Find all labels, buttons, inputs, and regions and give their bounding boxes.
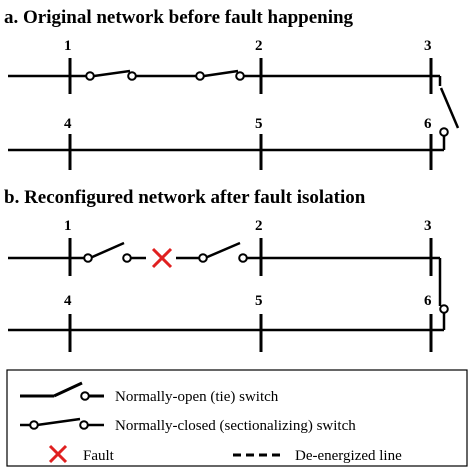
legend-fault-icon bbox=[48, 444, 68, 464]
panel-a-tie-switch-contact bbox=[439, 127, 449, 137]
panel-a-node-5-label: 5 bbox=[255, 116, 263, 132]
panel-b-feeder-top bbox=[8, 241, 446, 330]
panel-b-switch-contacts-top bbox=[83, 253, 449, 314]
legend: Normally-open (tie) switch Normally-clos… bbox=[6, 369, 468, 467]
panel-b-node-3-label: 3 bbox=[424, 218, 432, 234]
legend-deenergized-label: De-energized line bbox=[295, 448, 402, 464]
panel-b-tie-switch-contact bbox=[439, 304, 449, 314]
panel-b-title: b. Reconfigured network after fault isol… bbox=[4, 187, 366, 208]
panel-b-opened-switch-1-contact-right bbox=[122, 253, 132, 263]
legend-normally-closed-symbol bbox=[20, 417, 104, 430]
panel-b-node-5-label: 5 bbox=[255, 293, 263, 309]
panel-a-node-1-label: 1 bbox=[64, 38, 72, 54]
panel-a-nc-switch-1-contact-right bbox=[127, 71, 137, 81]
panel-b-node-4-label: 4 bbox=[64, 293, 72, 309]
panel-b: b. Reconfigured network after fault isol… bbox=[4, 187, 449, 352]
panel-a: a. Original network before fault happeni… bbox=[4, 7, 460, 170]
legend-normally-open-symbol bbox=[20, 381, 104, 401]
panel-b-opened-switch-2-contact-left bbox=[198, 253, 208, 263]
fault-cross-stroke-2 bbox=[151, 247, 173, 269]
panel-b-node-2-label: 2 bbox=[255, 218, 263, 234]
panel-a-tie-switch-blade bbox=[439, 87, 460, 129]
panel-a-nc-switch-2-contact-right bbox=[235, 71, 245, 81]
panel-a-nc-switch-1-contact-left bbox=[85, 71, 95, 81]
panel-a-switch-contacts-top bbox=[85, 71, 245, 81]
panel-a-node-4-label: 4 bbox=[64, 116, 72, 132]
panel-a-tie-switch-open bbox=[439, 87, 460, 150]
panel-b-node-1-label: 1 bbox=[64, 218, 72, 234]
panel-a-nc-switch-1-blade bbox=[93, 69, 131, 78]
panel-a-title: a. Original network before fault happeni… bbox=[4, 7, 354, 28]
panel-b-opened-switch-1-blade bbox=[89, 241, 125, 260]
panel-a-nc-switch-2-contact-left bbox=[195, 71, 205, 81]
panel-b-fault-marker bbox=[151, 247, 173, 269]
legend-fault-label: Fault bbox=[83, 448, 115, 464]
panel-b-node-6-label: 6 bbox=[424, 293, 432, 309]
panel-a-node-6-label: 6 bbox=[424, 116, 432, 132]
panel-a-node-2-label: 2 bbox=[255, 38, 263, 54]
legend-normally-open-label: Normally-open (tie) switch bbox=[115, 389, 279, 405]
panel-b-opened-switch-1-contact-left bbox=[83, 253, 93, 263]
legend-normally-closed-label: Normally-closed (sectionalizing) switch bbox=[115, 418, 356, 434]
panel-a-nc-switch-2-blade bbox=[203, 69, 239, 78]
panel-b-opened-switch-2-contact-right bbox=[238, 253, 248, 263]
legend-box bbox=[6, 369, 468, 467]
panel-b-opened-switch-2-blade bbox=[204, 241, 241, 260]
panel-a-feeder-top bbox=[8, 69, 442, 86]
panel-a-node-3-label: 3 bbox=[424, 38, 432, 54]
